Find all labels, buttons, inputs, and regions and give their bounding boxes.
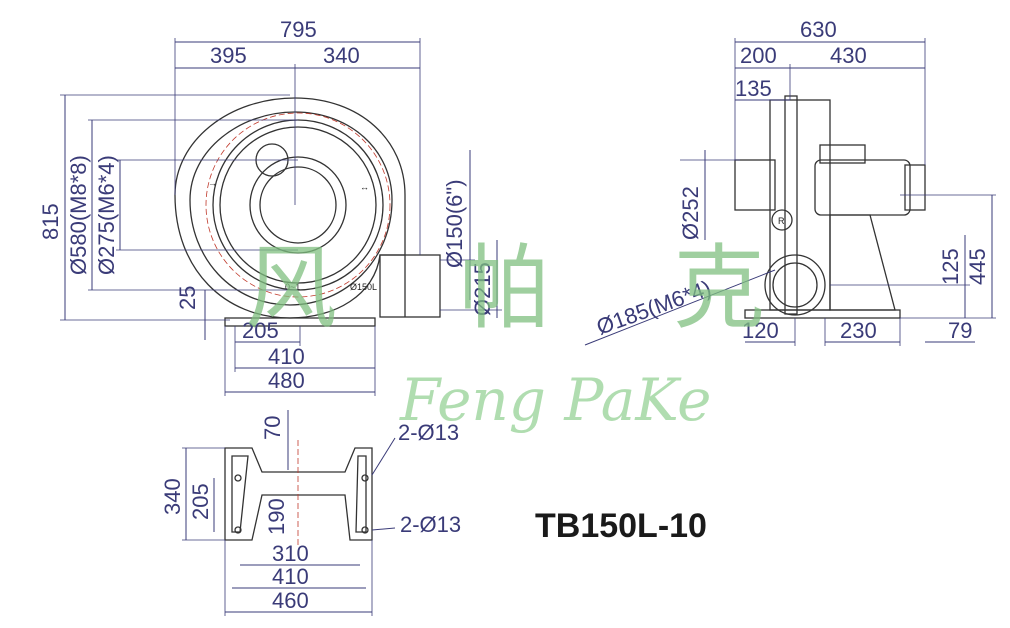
dim-795: 795 bbox=[280, 17, 317, 42]
dim-460: 460 bbox=[272, 588, 309, 613]
dim-190: 190 bbox=[264, 498, 289, 535]
outlet-duct bbox=[379, 254, 441, 318]
dim-120: 120 bbox=[742, 318, 779, 343]
dim-395: 395 bbox=[210, 43, 247, 68]
bolt-circle bbox=[205, 112, 391, 298]
dim-outlet-215: Ø215 bbox=[470, 262, 495, 316]
side-view: R 630 200 430 135 Ø252 Ø185(M6*4) 125 44… bbox=[584, 17, 996, 346]
motor-body bbox=[814, 159, 911, 216]
watermark-cn: 风帕克 bbox=[245, 235, 765, 342]
dim-430: 430 bbox=[830, 43, 867, 68]
dim-outlet-150: Ø150(6") bbox=[442, 179, 467, 268]
dim-25: 25 bbox=[175, 286, 200, 310]
dim-135: 135 bbox=[735, 76, 772, 101]
motor-bracket bbox=[829, 214, 896, 311]
dim-630: 630 bbox=[800, 17, 837, 42]
housing-side bbox=[769, 99, 831, 311]
hole bbox=[361, 474, 369, 482]
dim-79: 79 bbox=[948, 318, 972, 343]
dim-125: 125 bbox=[938, 248, 963, 285]
dim-410: 410 bbox=[268, 344, 305, 369]
outlet-side-inner bbox=[772, 262, 818, 308]
dim-580: Ø580(M8*8) bbox=[66, 155, 91, 275]
flange-side bbox=[784, 95, 798, 315]
side-foot bbox=[744, 309, 901, 319]
dim-410-base: 410 bbox=[272, 564, 309, 589]
motor-fan-cover bbox=[904, 164, 926, 211]
hole bbox=[361, 526, 369, 534]
watermark-en: Feng PaKe bbox=[399, 366, 711, 434]
reg-mark: R bbox=[778, 216, 785, 226]
dim-445: 445 bbox=[965, 248, 990, 285]
dim-340-base: 340 bbox=[160, 478, 185, 515]
terminal-box bbox=[819, 144, 866, 164]
reg-circle bbox=[771, 209, 793, 231]
dim-310: 310 bbox=[272, 541, 309, 566]
housing-inner bbox=[189, 111, 393, 306]
dim-200: 200 bbox=[740, 43, 777, 68]
dim-480: 480 bbox=[268, 368, 305, 393]
base-view: 70 2-Ø13 2-Ø13 340 205 190 310 410 460 bbox=[160, 410, 461, 616]
dim-70: 70 bbox=[260, 416, 285, 440]
dim-340: 340 bbox=[323, 43, 360, 68]
dim-815: 815 bbox=[38, 203, 63, 240]
inlet-ring bbox=[259, 166, 337, 244]
hole bbox=[234, 526, 242, 534]
front-view: Ø150L 0~1 → ↔ 795 395 340 815 Ø580(M8*8)… bbox=[38, 17, 502, 396]
plate-sub-label: 0~1 bbox=[285, 282, 300, 292]
hole-label-bottom: 2-Ø13 bbox=[400, 512, 461, 537]
dim-205: 205 bbox=[242, 318, 279, 343]
plate-label: Ø150L bbox=[350, 282, 377, 292]
arrow-icon: ↔ bbox=[360, 182, 369, 192]
hole bbox=[234, 474, 242, 482]
outlet-side bbox=[764, 254, 826, 316]
hole-label-top: 2-Ø13 bbox=[398, 420, 459, 445]
dim-230: 230 bbox=[840, 318, 877, 343]
dim-205-base: 205 bbox=[188, 483, 213, 520]
housing-outline bbox=[174, 97, 406, 319]
dim-252: Ø252 bbox=[678, 186, 703, 240]
flange-580-inner bbox=[219, 126, 377, 284]
arrow-icon: → bbox=[208, 178, 217, 188]
dim-275: Ø275(M6*4) bbox=[94, 155, 119, 275]
model-label: TB150L-10 bbox=[535, 507, 707, 545]
inlet-275 bbox=[249, 156, 347, 254]
inlet-side bbox=[734, 159, 776, 211]
